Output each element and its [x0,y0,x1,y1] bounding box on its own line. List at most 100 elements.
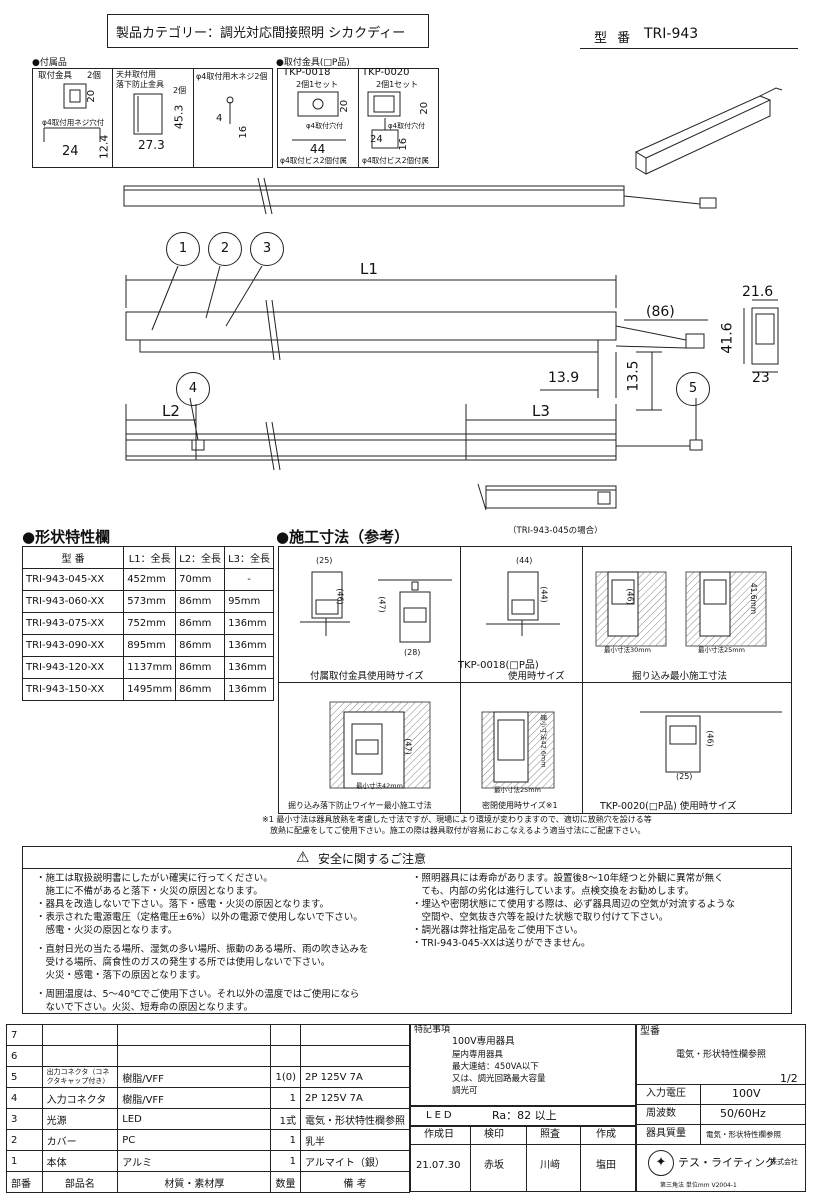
approval-h-date: 作成日 [424,1129,454,1140]
caption-dig-min: 掘り込み最小施工寸法 [632,671,728,682]
install-hline [278,682,792,683]
approval-stamp: 赤坂 [484,1160,504,1171]
list-item: ・器具を改造しないで下さい。落下・感電・火災の原因となります。 [36,899,329,910]
cell: 部番 [6,1171,43,1193]
list-item: ・表示された電源電圧（定格電圧±6%）以外の電源で使用しないで下さい。 [36,912,363,923]
right-hline-1 [636,1084,806,1085]
inst-dim-25b: (25) [676,772,693,781]
caption-tkp20: TKP-0020(□P品) 使用時サイズ [600,801,737,812]
inst-dim-46b: (46) [625,588,635,605]
cell: 6 [6,1045,43,1067]
cell: LED [117,1108,272,1130]
safety-title-rule [22,868,792,869]
install-sketches [300,571,782,789]
cell [41,1045,119,1067]
list-item: ないで下さい。火災、短寿命の原因となります。 [36,1002,253,1013]
tkp18-dim-44: 44 [310,142,326,156]
cell [117,1045,272,1067]
cell [300,1045,410,1067]
list-item: ・TRI-943-045-XXは送りができません。 [412,938,591,949]
cell: 備 考 [300,1171,410,1193]
approval-h-author: 作成 [596,1129,616,1140]
header-model: TRI-943 [644,26,699,42]
cell: 樹脂/VFF [117,1087,272,1109]
list-item: ・照明器具には寿命があります。設置後8～10年経つと外観に異常が無く [412,873,724,884]
accessories-divider-2 [193,68,194,168]
cell: アルマイト（銀） [300,1150,410,1172]
cell: 2 [6,1129,43,1151]
tkp18-note1: φ4取付穴付 [306,122,344,130]
dim-13-9: 13.9 [548,370,580,386]
approval-hline [410,1144,636,1145]
right-freq: 50/60Hz [720,1107,766,1120]
inst-dim-47a: (47) [377,596,387,613]
cell [270,1045,301,1067]
anti-drop-label2: 落下防止金具 [116,80,164,89]
inst-dim-41-6: 41.6mm [749,582,759,615]
cell: 4 [6,1087,43,1109]
table-row: 6 [6,1045,410,1067]
list-item: 空間や、空気抜き穴等を設けた状態で取り付けて下さい。 [412,912,669,923]
cell [300,1024,410,1046]
cell: 光源 [41,1108,119,1130]
inst-dim-46c: (46) [705,730,715,747]
tkp18-qty: 2個1セット [296,80,339,89]
install-vline-1 [460,546,461,814]
approval-author: 塩田 [596,1160,616,1171]
install-vline-2 [582,546,583,814]
cell: 1 [270,1087,301,1109]
install-title: ●施工寸法（参考） [276,528,410,546]
cell: 出力コネクタ（コネクタキャップ付き） [41,1066,119,1088]
company-logo-icon: ✦ [648,1150,674,1176]
install-note-1: ※1 最小寸法は器具放熱を考慮した寸法ですが、現場により環境が変わりますので、適… [262,815,652,824]
list-item: ・直射日光の当たる場所、湿気の多い場所、振動のある場所、雨の吹き込みを [36,944,369,955]
accessories-divider-1 [112,68,113,168]
cell: 1 [270,1129,301,1151]
bracket-qty: 2個 [87,71,101,81]
inst-dim-47b: (47) [403,738,413,755]
accessories-box [32,68,273,168]
inst-min-30: 最小寸法30mm [604,646,651,654]
caption-dig-wire: 掘り込み落下防止ワイヤー最小施工寸法 [288,801,432,810]
tkp20-note1: φ4取付穴付 [388,122,426,130]
right-page: 1/2 [780,1072,798,1085]
table-row: 7 [6,1024,410,1046]
list-item: ・調光器は弊社指定品をご使用下さい。 [412,925,584,936]
approval-box [410,1126,636,1192]
inst-min-25a: 最小寸法25mm [698,646,745,654]
list-item: 火災・感電・落下の原因となります。 [36,970,206,981]
balloon-4: 4 [176,372,210,406]
balloon-1: 1 [166,232,200,266]
header-category-box [107,14,429,48]
inst-dim-25a: (25) [316,556,333,565]
cell: TRI-943-150-XX [21,678,125,701]
notes-line-5: 調光可 [452,1086,478,1096]
cell: 入力コネクタ [41,1087,119,1109]
dim-86: (86) [646,304,675,320]
caption-tkp18: TKP-0018(□P品) [458,660,539,671]
caption-tkp18-2: 使用時サイズ [508,671,565,682]
tkp20-dim-24: 24 [370,134,383,145]
cell: 1(0) [270,1066,301,1088]
dim-23: 23 [752,370,770,386]
balloon-2: 2 [208,232,242,266]
caption-sealed: 密閉使用時サイズ※1 [482,801,558,810]
right-vline [700,1084,701,1144]
dim-L1: L1 [360,260,378,278]
inst-dim-46a: (46) [335,588,345,605]
spec-title: ●形状特性欄 [22,528,111,546]
approval-v2 [526,1126,527,1192]
footer-note: 第三角法 単位mm V2004-1 [660,1182,737,1189]
warning-icon: ⚠ [296,848,310,866]
cell: 材質・素材厚 [117,1171,272,1193]
cell: 数量 [270,1171,301,1193]
notes-line-4: 又は、調光回路最大容量 [452,1074,546,1084]
cell: 136mm [224,678,274,701]
right-mass: 電気・形状特性欄参照 [706,1130,781,1139]
